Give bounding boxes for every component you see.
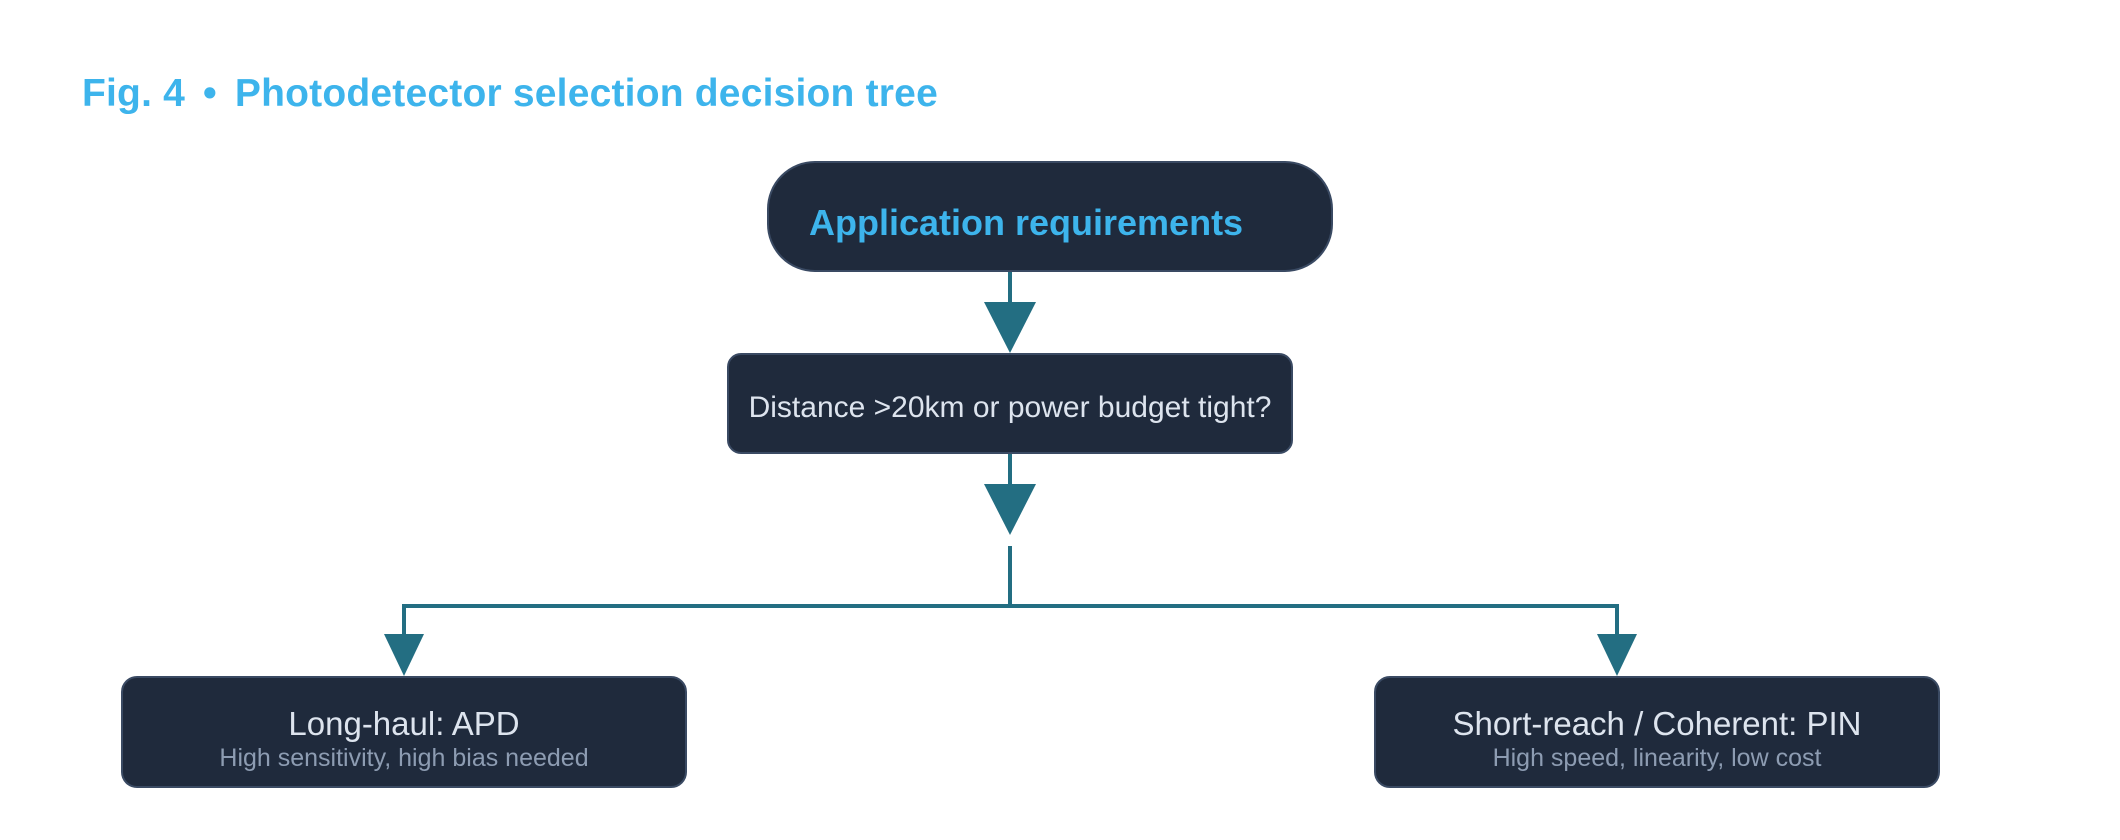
figure-title: Fig. 4 • Photodetector selection decision … bbox=[82, 72, 938, 116]
arrowhead-right bbox=[1597, 634, 1637, 676]
node-question-label: Distance >20km or power budget tight? bbox=[748, 390, 1272, 424]
node-left-sublabel: High sensitivity, high bias needed bbox=[219, 744, 589, 772]
arrowhead-left bbox=[384, 634, 424, 676]
node-left-label: Long-haul: APD bbox=[288, 705, 520, 742]
title-separator: • bbox=[203, 72, 217, 115]
arrowhead-junction bbox=[984, 484, 1036, 535]
node-right-label: Short-reach / Coherent: PIN bbox=[1452, 705, 1862, 742]
node-long-haul-apd: Long-haul: APD High sensitivity, high bi… bbox=[121, 676, 687, 788]
node-application-requirements: Application requirements bbox=[767, 161, 1333, 272]
node-root-label: Application requirements bbox=[809, 201, 1244, 243]
node-short-reach-pin: Short-reach / Coherent: PIN High speed, … bbox=[1374, 676, 1940, 788]
figure-title-text: Photodetector selection decision tree bbox=[234, 72, 938, 115]
node-distance-question: Distance >20km or power budget tight? bbox=[727, 353, 1293, 454]
arrowhead-question bbox=[984, 302, 1036, 353]
figure-label: Fig. 4 bbox=[82, 72, 186, 115]
node-right-sublabel: High speed, linearity, low cost bbox=[1492, 744, 1822, 772]
